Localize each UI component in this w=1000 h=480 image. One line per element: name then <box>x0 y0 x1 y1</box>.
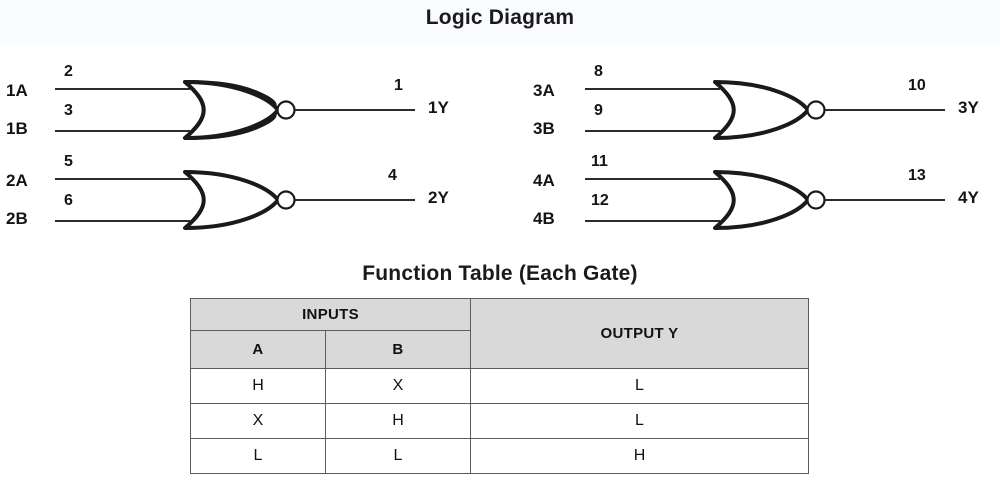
gate-4-output-pin: 13 <box>908 167 926 184</box>
gate-3-output-label: 3Y <box>958 98 979 117</box>
function-table-title: Function Table (Each Gate) <box>362 262 638 285</box>
gate-4-output-label: 4Y <box>958 188 979 207</box>
gate-4-input-b-pin: 12 <box>591 192 609 209</box>
gate-3-symbol <box>585 80 945 140</box>
gate-1-output-label: 1Y <box>428 98 449 117</box>
table-row: X H L <box>190 403 809 439</box>
gate-2-output-pin: 4 <box>388 167 397 184</box>
gate-1-output-pin: 1 <box>394 77 403 94</box>
gate-3-input-a-pin: 8 <box>594 63 603 80</box>
gate-1-symbol <box>55 80 415 140</box>
gate-3-output-pin: 10 <box>908 77 926 94</box>
table-header-row-group: INPUTS OUTPUT Y <box>190 298 809 369</box>
gate-2-nor-outline <box>183 170 280 230</box>
gate-2-input-a-pin: 5 <box>64 153 73 170</box>
gate-4-symbol <box>585 170 945 230</box>
gate-2-input-a-label: 2A <box>6 171 28 190</box>
gate-3-inversion-bubble <box>806 100 826 120</box>
header-output-y: OUTPUT Y <box>470 298 809 369</box>
cell-b: L <box>325 438 471 474</box>
gate-1-input-b-pin: 3 <box>64 102 73 119</box>
gate-4-inversion-bubble <box>806 190 826 210</box>
cell-b: X <box>325 368 471 404</box>
gate-1-nor-outline <box>183 80 280 140</box>
page-title: Logic Diagram <box>425 6 575 29</box>
function-table-body: H X L X H L L L H <box>190 368 809 474</box>
gate-2-input-b-pin: 6 <box>64 192 73 209</box>
logic-diagram-schematic: 1A 2 1B 3 1 1Y 3A 8 3B 9 10 3Y 2A 5 2B <box>6 63 979 230</box>
gate-1-input-b-label: 1B <box>6 119 28 138</box>
cell-a: L <box>190 438 326 474</box>
gate-1-input-a-pin: 2 <box>64 63 73 80</box>
gate-4-input-a-label: 4A <box>533 171 555 190</box>
cell-y: H <box>470 438 809 474</box>
cell-b: H <box>325 403 471 439</box>
cell-y: L <box>470 368 809 404</box>
gate-4-input-b-label: 4B <box>533 209 555 228</box>
cell-a: X <box>190 403 326 439</box>
gate-4-input-a-pin: 11 <box>591 153 608 170</box>
function-table: INPUTS OUTPUT Y A B H X L X H L <box>190 298 809 474</box>
table-header-row-sub: A B <box>190 330 809 369</box>
cell-y: L <box>470 403 809 439</box>
gate-2-input-b-label: 2B <box>6 209 28 228</box>
gate-3-nor-outline <box>713 80 810 140</box>
table-row: L L H <box>190 438 809 474</box>
header-inputs: INPUTS <box>190 298 471 331</box>
gate-2-inversion-bubble <box>276 190 296 210</box>
function-table-container: INPUTS OUTPUT Y A B H X L X H L <box>190 298 809 474</box>
gate-4-nor-outline <box>713 170 810 230</box>
gate-1-inversion-bubble <box>276 100 296 120</box>
gate-2-symbol <box>55 170 415 230</box>
cell-a: H <box>190 368 326 404</box>
gate-3-input-b-pin: 9 <box>594 102 603 119</box>
gate-3-input-a-label: 3A <box>533 81 555 100</box>
header-input-a: A <box>190 330 326 369</box>
gate-3-input-b-label: 3B <box>533 119 555 138</box>
gate-1-input-a-label: 1A <box>6 81 28 100</box>
header-input-b: B <box>325 330 471 369</box>
table-row: H X L <box>190 368 809 404</box>
gate-2-output-label: 2Y <box>428 188 449 207</box>
